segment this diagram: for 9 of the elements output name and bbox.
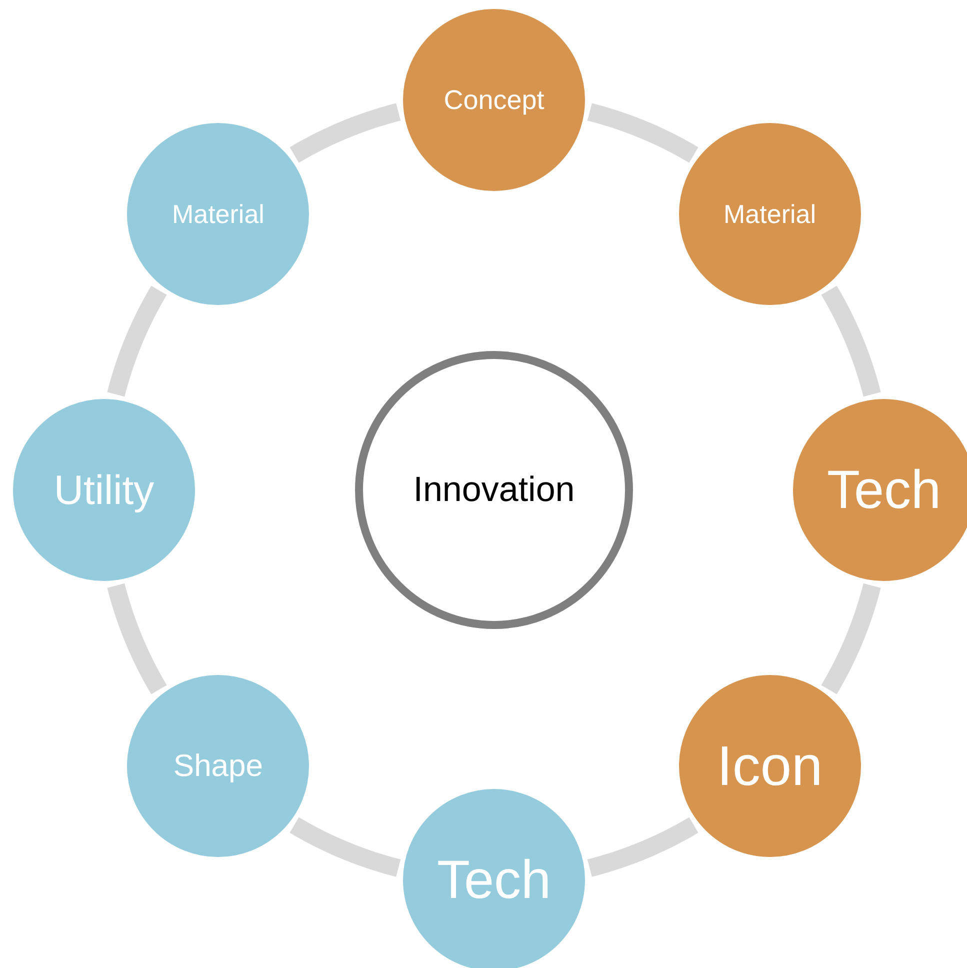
node-label: Material: [724, 198, 816, 230]
node-label: Icon: [716, 733, 823, 798]
node-label: Innovation: [413, 470, 575, 510]
node-label: Concept: [444, 84, 544, 116]
node-label: Shape: [173, 748, 264, 784]
node-label: Utility: [54, 466, 154, 514]
node-label: Tech: [826, 459, 942, 521]
node-label: Material: [172, 198, 264, 230]
node-label: Tech: [436, 849, 552, 911]
